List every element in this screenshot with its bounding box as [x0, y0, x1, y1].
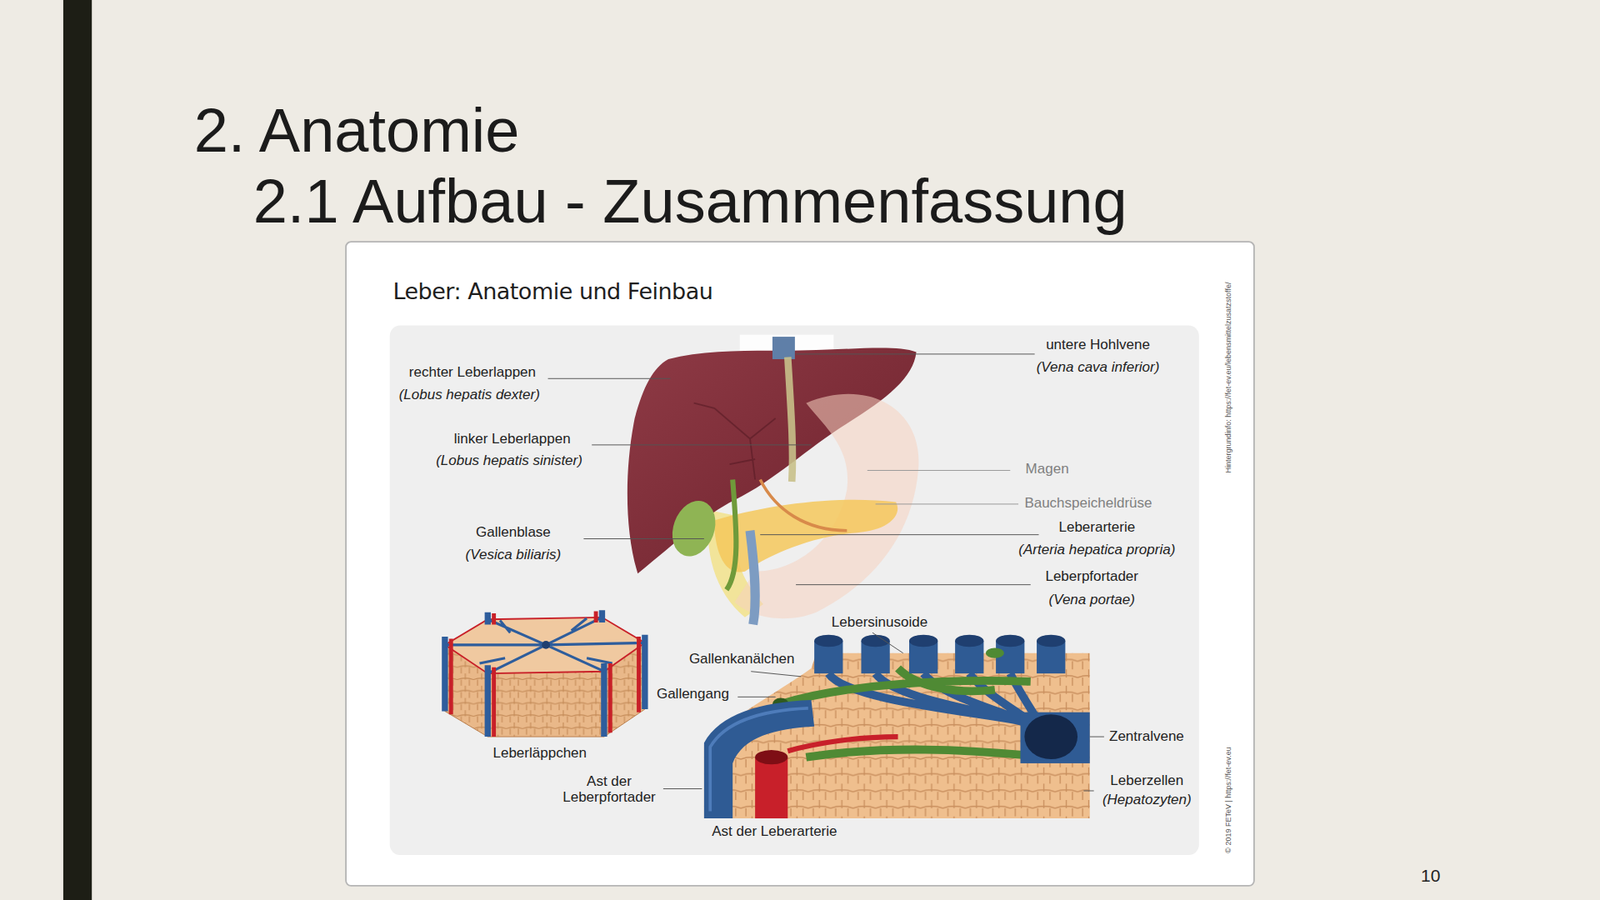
- part-label: Gallenblase: [475, 524, 551, 541]
- leader-line: [795, 353, 1035, 355]
- sinusoid-illustration: [1020, 712, 1090, 764]
- part-label: Zentralvene: [1109, 728, 1185, 745]
- sinusoid-illustration: [755, 750, 788, 765]
- sinusoid-illustration: [787, 736, 898, 751]
- side-bar: [63, 0, 92, 900]
- leader-line: [760, 534, 1039, 535]
- leader-line: [872, 632, 904, 653]
- lobule-illustration: [445, 617, 645, 674]
- part-label: Lebersinusoide: [831, 614, 928, 631]
- lobule-illustration: [450, 610, 639, 737]
- sinusoid-illustration: [704, 700, 815, 819]
- latin-name: (Vena cava inferior): [1036, 359, 1160, 376]
- page-number: 10: [1420, 865, 1440, 886]
- part-label: Leberpfortader: [1045, 568, 1139, 585]
- sinusoid-illustration: [955, 635, 984, 648]
- part-label: Gallengang: [656, 685, 730, 703]
- leader-line: [737, 696, 775, 698]
- lobule-illustration: [541, 640, 550, 650]
- figure-title: Leber: Anatomie und Feinbau: [392, 279, 713, 305]
- sinusoid-illustration: [985, 648, 1005, 659]
- lobule-illustration: [445, 617, 645, 674]
- leader-line: [867, 470, 1010, 471]
- leader-line: [663, 788, 703, 790]
- part-label: Ast der Leberpfortader: [550, 773, 669, 806]
- leader-line: [795, 584, 1031, 585]
- sinusoid-illustration: [780, 668, 1031, 758]
- part-label: Leberläppchen: [493, 745, 587, 762]
- leader-line: [583, 538, 704, 540]
- leader-line: [548, 378, 671, 380]
- leader-line: [591, 444, 811, 445]
- source-note: © 2019 FETeV | https://fet-ev.eu: [1224, 746, 1233, 853]
- sinusoid-illustration: [995, 635, 1025, 648]
- latin-name: (Lobus hepatis dexter): [399, 386, 540, 404]
- sinusoid-illustration: [814, 635, 1065, 675]
- liver-illustration: [627, 335, 920, 625]
- leader-line: [548, 354, 1105, 791]
- leader-line: [1090, 736, 1105, 738]
- sinusoid-illustration: [1024, 714, 1078, 760]
- card-frame: [345, 241, 1255, 886]
- liver-illustration: [787, 357, 793, 482]
- part-label: untere Hohlvene: [1045, 336, 1150, 354]
- liver-illustration: [694, 403, 776, 480]
- lobule-illustration: [445, 610, 645, 737]
- lobule-illustration: [487, 671, 605, 737]
- part-label: Bauchspeicheldrüse: [1024, 495, 1152, 512]
- liver-illustration: [726, 480, 737, 590]
- lobule-illustration: [445, 610, 645, 737]
- leader-line: [875, 503, 1019, 505]
- inner-panel: [390, 325, 1200, 856]
- part-label: Leberzellen: [1110, 772, 1184, 790]
- sinusoid-illustration: [755, 757, 788, 819]
- sinusoid-illustration: [860, 635, 890, 648]
- leader-line: [1083, 790, 1094, 791]
- slide-title: 2. Anatomie: [194, 95, 520, 166]
- leader-line: [750, 671, 801, 677]
- slide-subtitle: 2.1 Aufbau - Zusammenfassung: [253, 166, 1128, 238]
- liver-illustration: [714, 500, 898, 573]
- part-label: rechter Leberlappen: [409, 364, 536, 381]
- latin-name: (Vena portae): [1049, 591, 1135, 609]
- source-note: Hintergrundinfo: https://fet-ev.eu/leben…: [1224, 282, 1233, 474]
- sinusoid-illustration: [1036, 635, 1065, 648]
- liver-illustration: [760, 480, 847, 531]
- latin-name: (Hepatozyten): [1102, 791, 1192, 809]
- part-label: Ast der Leberarterie: [711, 823, 837, 840]
- part-label: linker Leberlappen: [454, 430, 571, 448]
- liver-illustration: [772, 336, 795, 360]
- part-label: Magen: [1025, 460, 1070, 478]
- part-label: Gallenkanälchen: [689, 650, 795, 668]
- liver-illustration: [665, 495, 723, 563]
- sinusoid-illustration: [814, 635, 843, 648]
- latin-name: (Vesica biliaris): [465, 546, 562, 564]
- latin-name: (Lobus hepatis sinister): [435, 453, 583, 470]
- latin-name: (Arteria hepatica propria): [1018, 541, 1175, 559]
- liver-illustration: [750, 530, 755, 625]
- sinusoid-illustration: [909, 635, 938, 648]
- sinusoid-illustration: [704, 653, 1090, 819]
- part-label: Leberarterie: [1058, 519, 1135, 536]
